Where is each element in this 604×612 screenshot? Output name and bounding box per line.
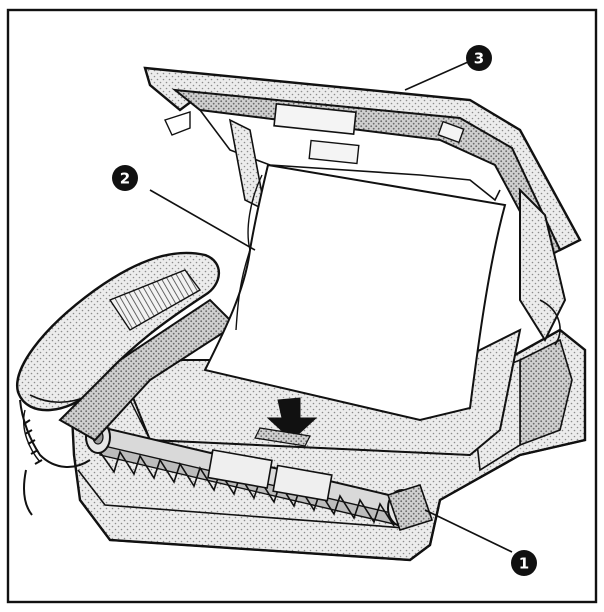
roller-assembly (85, 420, 434, 531)
insert-arrow (254, 397, 318, 447)
callout-1-number: 1 (519, 555, 529, 573)
callout-2-leader (149, 189, 256, 251)
callout-3-number: 3 (474, 50, 484, 68)
callout-2-number: 2 (120, 170, 130, 188)
callout-1-badge (511, 550, 537, 576)
callout-3: 3 (466, 45, 492, 71)
paper-sheet (203, 163, 507, 422)
callout-2-badge (112, 165, 138, 191)
callout-3-badge (466, 45, 492, 71)
callout-2: 2 (112, 165, 138, 191)
callout-3-leader (404, 61, 469, 91)
callout-1: 1 (511, 550, 537, 576)
callout-1-leader (424, 509, 513, 553)
handset (16, 251, 221, 516)
